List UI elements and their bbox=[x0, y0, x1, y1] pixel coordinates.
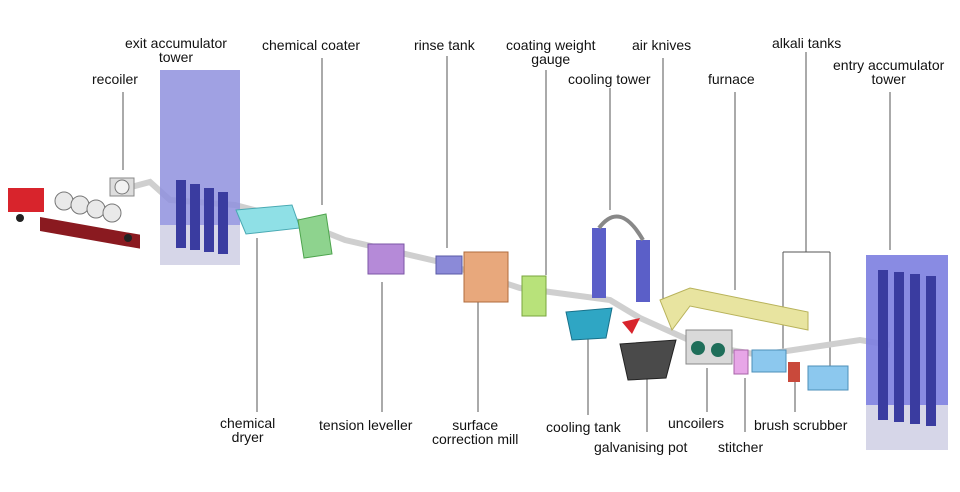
air-knives-unit bbox=[622, 318, 640, 334]
label-alkali-tanks: alkali tanks bbox=[772, 35, 842, 51]
label-tension-leveller: tension leveller bbox=[319, 417, 413, 433]
cooling-tank-unit bbox=[565, 307, 613, 341]
label-brush-scrubber: brush scrubber bbox=[754, 417, 848, 433]
chemical-coater-unit bbox=[297, 213, 333, 259]
coil bbox=[70, 195, 90, 215]
exit-accumulator-tower bbox=[160, 70, 240, 265]
delivery-truck bbox=[8, 188, 140, 249]
label-recoiler: recoiler bbox=[92, 71, 138, 87]
label-chemical-coater: chemical coater bbox=[262, 37, 361, 53]
stitcher-unit bbox=[733, 349, 749, 375]
galvanising-pot-unit bbox=[619, 339, 677, 381]
label-air-knives: air knives bbox=[632, 37, 692, 53]
truck-wheel bbox=[124, 234, 132, 242]
coating-weight-gauge-unit bbox=[521, 275, 547, 317]
truck-trailer bbox=[40, 217, 140, 249]
truck-cab bbox=[8, 188, 44, 212]
rinse-tank-unit bbox=[435, 255, 463, 275]
entry-accumulator-tower bbox=[866, 255, 948, 450]
brush-scrubber-unit bbox=[788, 362, 800, 382]
alkali-tank-2 bbox=[807, 365, 849, 391]
label-uncoilers: uncoilers bbox=[668, 415, 725, 431]
tension-leveller-unit bbox=[367, 243, 405, 275]
cooling-tower-unit bbox=[592, 214, 650, 302]
recoiler-unit bbox=[109, 177, 135, 197]
coil bbox=[86, 199, 106, 219]
uncoilers-unit bbox=[685, 329, 733, 365]
label-cooling-tower: cooling tower bbox=[568, 71, 651, 87]
label-galvanising-pot: galvanising pot bbox=[594, 439, 688, 455]
alkali-tank-1 bbox=[751, 349, 787, 373]
furnace-unit bbox=[659, 287, 809, 332]
chemical-dryer-unit bbox=[235, 204, 301, 235]
label-stitcher: stitcher bbox=[718, 439, 764, 455]
label-rinse-tank: rinse tank bbox=[414, 37, 475, 53]
label-furnace: furnace bbox=[708, 71, 755, 87]
coil bbox=[54, 191, 74, 211]
truck-wheel bbox=[16, 214, 24, 222]
surface-correction-mill-unit bbox=[463, 251, 509, 303]
label-cooling-tank: cooling tank bbox=[546, 419, 621, 435]
coil bbox=[102, 203, 122, 223]
leader-lines bbox=[122, 52, 891, 432]
